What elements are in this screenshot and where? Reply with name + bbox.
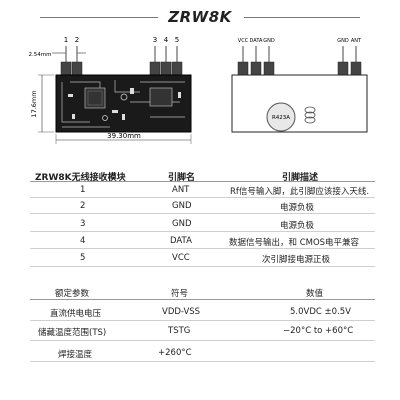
param-name: 直流供电电压 bbox=[50, 309, 102, 319]
back-view: VCC DATA GND GND ANT R423A bbox=[231, 38, 368, 133]
pin-label: ANT bbox=[351, 38, 362, 44]
pin-label: 1 bbox=[64, 36, 68, 44]
pin-label: 2 bbox=[75, 36, 79, 44]
param-value: 5.0VDC ±0.5V bbox=[290, 307, 351, 317]
pin-label: VCC bbox=[238, 38, 249, 44]
header-symbol: 符号 bbox=[171, 289, 189, 299]
param-value: −20°C to +60°C bbox=[283, 326, 354, 336]
header-value: 数值 bbox=[306, 289, 324, 299]
pin-desc: 电源负极 bbox=[280, 221, 315, 231]
pitch-label: 2.54mm bbox=[29, 52, 52, 58]
pin-label: 5 bbox=[175, 36, 179, 44]
pin-desc: 数据信号输出，和 CMOS电平兼容 bbox=[229, 238, 360, 248]
pin-number: 5 bbox=[80, 253, 86, 263]
title-rule bbox=[40, 17, 360, 18]
pin-name: GND bbox=[172, 219, 192, 229]
pin-label: GND bbox=[263, 38, 275, 44]
param-symbol: +260°C bbox=[158, 348, 192, 358]
header-module: ZRW8K无线接收模块 bbox=[35, 173, 126, 183]
param-name: 储藏温度范围(TS) bbox=[38, 328, 107, 338]
resonator-label: R423A bbox=[272, 115, 290, 121]
pin-label: 4 bbox=[164, 36, 169, 44]
pin-label: DATA bbox=[250, 38, 263, 44]
width-label: 39.30mm bbox=[107, 132, 141, 140]
pin-number: 1 bbox=[80, 185, 86, 195]
pin-desc: Rf信号输入脚，此引脚应该接入天线. bbox=[230, 187, 370, 197]
param-symbol: VDD-VSS bbox=[162, 307, 201, 317]
pin-number: 4 bbox=[80, 236, 86, 246]
param-name: 焊接温度 bbox=[58, 350, 93, 360]
pin-number: 2 bbox=[80, 201, 86, 211]
header-param: 额定参数 bbox=[55, 289, 90, 299]
pin-name: ANT bbox=[172, 185, 190, 195]
header-pin-desc: 引脚描述 bbox=[282, 173, 319, 183]
param-symbol: TSTG bbox=[168, 326, 191, 336]
pin-name: DATA bbox=[170, 236, 192, 246]
pin-label: GND bbox=[337, 38, 349, 44]
pin-name: VCC bbox=[172, 253, 190, 263]
pin-name: GND bbox=[172, 201, 192, 211]
header-pin-name: 引脚名 bbox=[168, 173, 196, 183]
pin-label: 3 bbox=[153, 36, 157, 44]
pin-number: 3 bbox=[80, 219, 86, 229]
front-view: 1 2 3 4 5 2.54mm bbox=[29, 36, 192, 144]
module-diagrams: 1 2 3 4 5 2.54mm bbox=[29, 36, 368, 144]
page-title: ZRW8K bbox=[168, 8, 232, 26]
pin-desc: 电源负极 bbox=[280, 203, 315, 213]
pin-desc: 次引脚接电源正极 bbox=[262, 255, 331, 265]
height-label: 17.6mm bbox=[30, 90, 38, 117]
